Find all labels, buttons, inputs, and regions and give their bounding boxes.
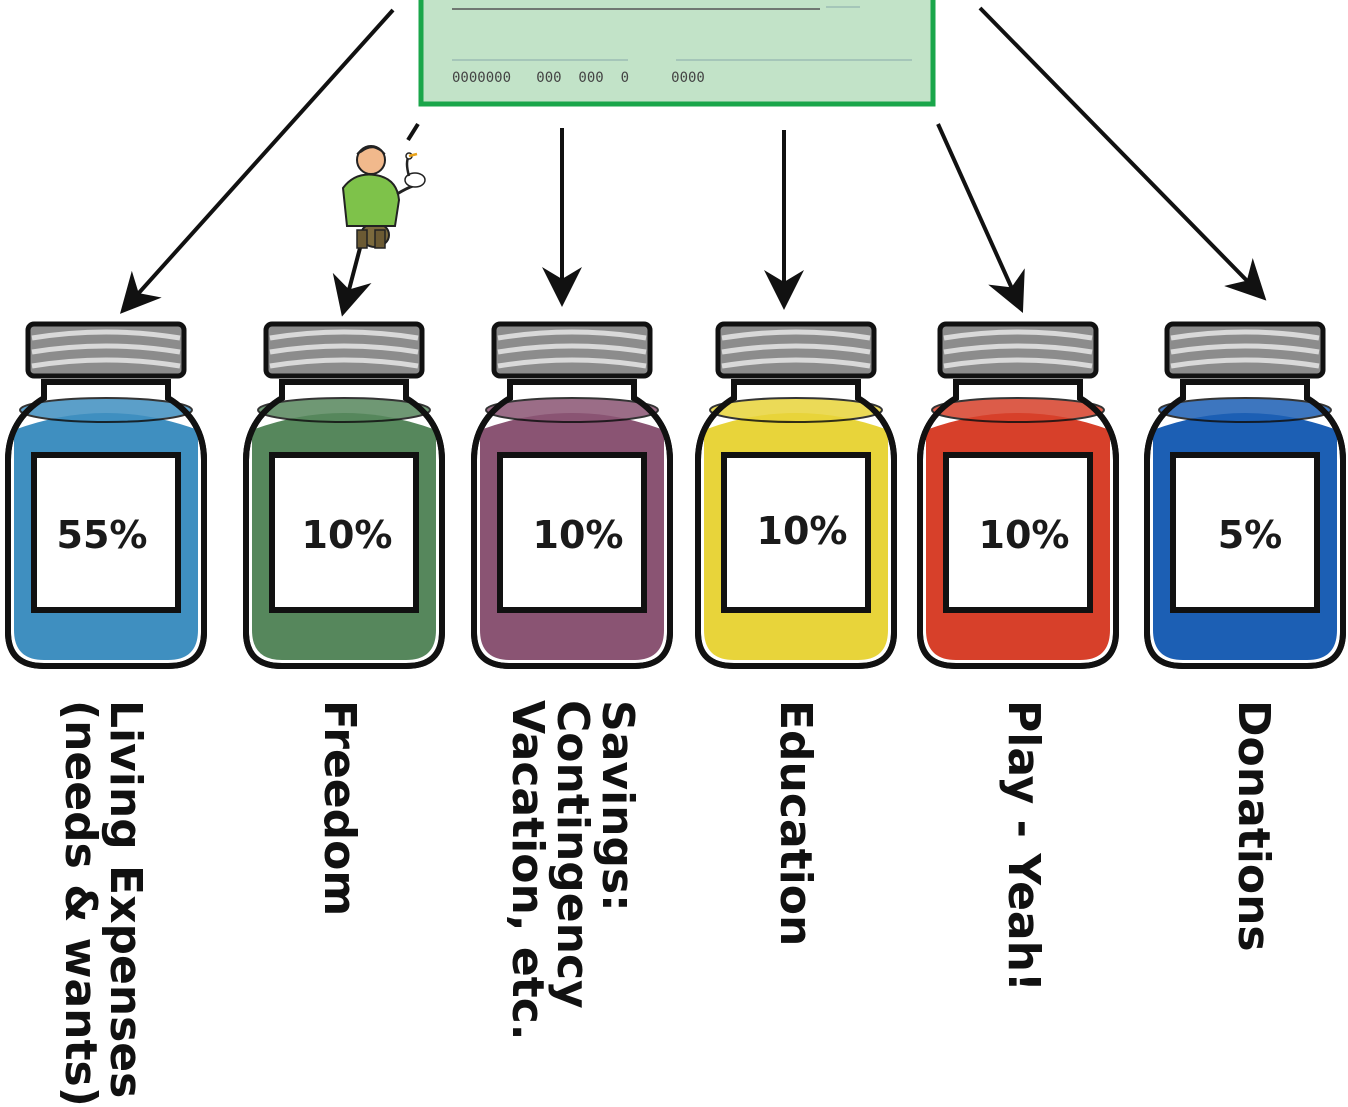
paycheck: 0000000 000 000 0 0000	[418, 0, 936, 107]
arrow-play	[936, 123, 1025, 313]
arrow-living-expenses	[119, 8, 395, 314]
arrows	[119, 6, 1267, 317]
jar-percent-3: 10%	[756, 509, 848, 553]
jar-play	[917, 321, 1119, 669]
goose-holding-man-icon	[341, 145, 426, 249]
jar-donations	[1144, 321, 1346, 669]
jars-group	[4, 321, 1346, 669]
jar-living-expenses	[4, 321, 207, 669]
jar-label-line: Vacation, etc.	[502, 700, 553, 1041]
jar-label-line: Education	[770, 700, 821, 947]
money-jars-diagram: 0000000 000 000 0 0000	[4, 0, 1346, 669]
jar-label-line: Freedom	[314, 700, 365, 917]
arrow-freedom	[332, 247, 372, 317]
jar-label-line: Savings:	[592, 700, 643, 912]
arrow-freedom-dash	[406, 122, 420, 142]
jar-label-line: Play - Yeah!	[998, 700, 1049, 992]
jar-label-line: Living Expenses	[100, 700, 151, 1099]
jar-label-donations: Donations	[1228, 700, 1348, 1020]
jar-freedom	[243, 321, 445, 669]
jar-label-line: (needs & wants)	[55, 700, 106, 1107]
jar-label-line: Donations	[1228, 700, 1279, 952]
jar-label-line: Contingency	[547, 700, 598, 1009]
jar-percent-0: 55%	[56, 513, 148, 557]
jar-percent-1: 10%	[301, 513, 393, 557]
check-micr-text: 0000000 000 000 0 0000	[452, 70, 705, 86]
jar-percent-5: 5%	[1217, 513, 1283, 557]
arrow-donations	[978, 6, 1267, 301]
jar-savings	[471, 321, 673, 669]
jar-education	[695, 321, 897, 669]
jar-percent-4: 10%	[978, 513, 1070, 557]
jar-percent-2: 10%	[532, 513, 624, 557]
